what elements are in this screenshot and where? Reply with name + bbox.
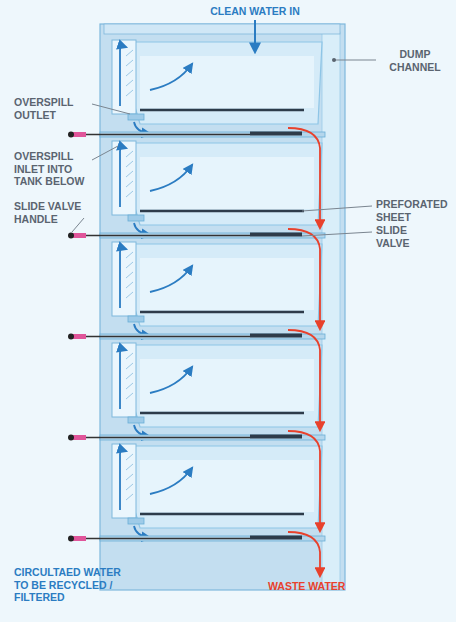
part-label: DUMP CHANNEL [380, 48, 450, 73]
tank-unit [68, 242, 325, 340]
dump-channel [322, 32, 340, 585]
waste-flow-arrow [288, 128, 320, 228]
inflow-arrow [254, 20, 256, 52]
leader-line [72, 218, 84, 232]
part-label: WASTE WATER [268, 580, 388, 593]
part-label: SLIDE VALVE HANDLE [14, 200, 89, 225]
tank-unit [68, 141, 325, 239]
part-label: OVERSPILL OUTLET [14, 96, 94, 121]
waste-flow-arrow [288, 532, 320, 576]
rack-lip [104, 24, 340, 34]
tank-unit [68, 343, 325, 441]
leader-line [92, 104, 130, 114]
leader-line [334, 60, 376, 61]
tank-unit [68, 444, 325, 542]
leader-line [302, 206, 372, 211]
part-label: CIRCULTAED WATER TO BE RECYCLED / FILTER… [14, 566, 134, 604]
part-label: SLIDE VALVE [376, 224, 426, 249]
waste-flow-arrow [288, 229, 320, 329]
waste-flow-arrow [288, 431, 320, 531]
leader-line [92, 146, 118, 160]
tank-unit [68, 40, 325, 138]
part-label: OVERSPILL INLET INTO TANK BELOW [14, 150, 94, 188]
part-label: CLEAN WATER IN [195, 5, 315, 18]
waste-flow-arrow [288, 330, 320, 430]
part-label: PREFORATED SHEET [376, 198, 448, 223]
leader-line [302, 232, 372, 236]
leader-dot [332, 58, 336, 62]
